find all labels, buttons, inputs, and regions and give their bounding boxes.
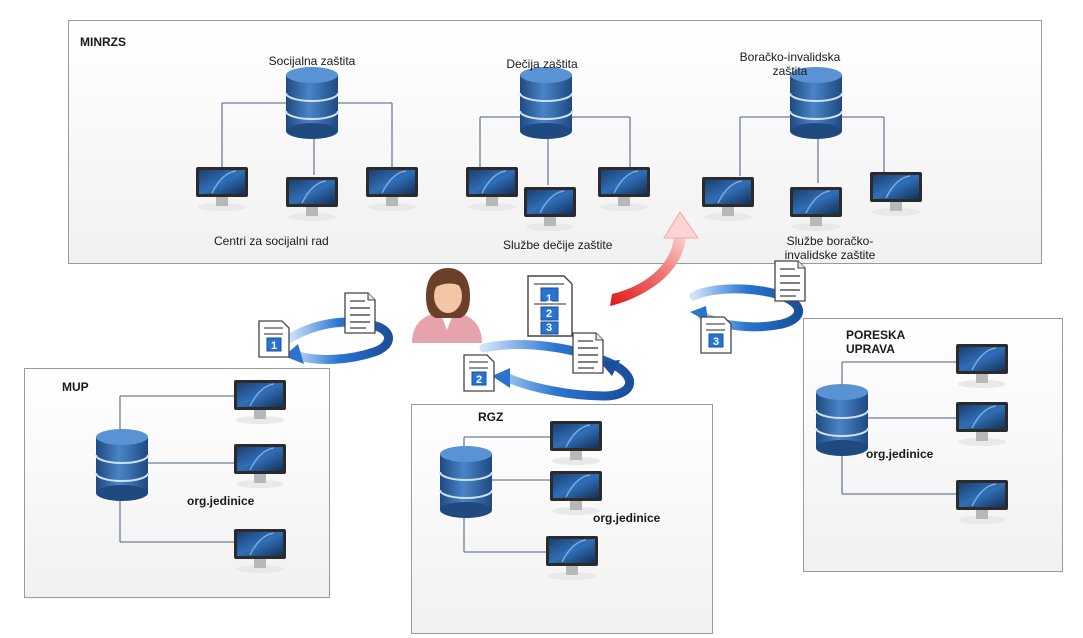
document-step-number: 1 — [546, 293, 552, 305]
database-icon — [285, 66, 339, 140]
document-icon — [344, 292, 376, 334]
computer-monitor-icon — [285, 176, 339, 222]
document-step-number: 2 — [546, 308, 552, 320]
computer-monitor-icon — [465, 166, 519, 212]
computer-monitor-icon — [233, 379, 287, 425]
group-title-decija: Dečija zaštita — [506, 57, 578, 71]
computer-monitor-icon — [545, 535, 599, 581]
exchange-arrow-icon — [479, 340, 634, 401]
document-step-number: 2 — [476, 374, 482, 386]
document-icon — [774, 260, 806, 302]
group-caption-sluzbe-decije: Službe dečije zaštite — [503, 238, 613, 252]
document-icon — [258, 320, 290, 358]
computer-monitor-icon — [597, 166, 651, 212]
database-icon — [439, 445, 493, 519]
database-icon — [95, 428, 149, 502]
rgz-title: RGZ — [478, 410, 504, 424]
document-step-number: 3 — [546, 322, 552, 334]
mup-units-label: org.jedinice — [187, 494, 255, 508]
computer-monitor-icon — [365, 166, 419, 212]
poreska-units-label: org.jedinice — [866, 447, 934, 461]
exchange-arrow-icon — [284, 317, 393, 364]
user-avatar-icon — [412, 268, 482, 343]
computer-monitor-icon — [549, 420, 603, 466]
group-title-boracko: Boračko-invalidska zaštita — [739, 50, 841, 78]
computer-monitor-icon — [955, 479, 1009, 525]
return-arrow-icon — [610, 211, 699, 306]
document-icon — [463, 354, 495, 392]
computer-monitor-icon — [233, 528, 287, 574]
document-step-number: 3 — [713, 336, 719, 348]
document-icon — [572, 332, 604, 374]
document-step-number: 1 — [271, 340, 277, 352]
computer-monitor-icon — [955, 343, 1009, 389]
computer-monitor-icon — [701, 176, 755, 222]
rgz-units-label: org.jedinice — [593, 511, 661, 525]
minrzs-title: MINRZS — [80, 35, 126, 49]
database-icon — [519, 66, 573, 140]
database-icon — [815, 383, 869, 457]
computer-monitor-icon — [233, 443, 287, 489]
mup-connectors — [119, 395, 236, 543]
computer-monitor-icon — [789, 186, 843, 232]
computer-monitor-icon — [955, 401, 1009, 447]
group-title-socijalna: Socijalna zaštita — [268, 54, 356, 68]
mup-title: MUP — [62, 380, 89, 394]
poreska-title: PORESKA UPRAVA — [846, 328, 905, 356]
group-caption-sluzbe-boracko: Službe boračko-invalidske zaštite — [784, 234, 876, 262]
group-caption-centri: Centri za socijalni rad — [214, 234, 329, 248]
computer-monitor-icon — [869, 171, 923, 217]
computer-monitor-icon — [195, 166, 249, 212]
document-icon — [527, 275, 573, 337]
computer-monitor-icon — [523, 186, 577, 232]
document-icon — [700, 316, 732, 354]
computer-monitor-icon — [549, 470, 603, 516]
